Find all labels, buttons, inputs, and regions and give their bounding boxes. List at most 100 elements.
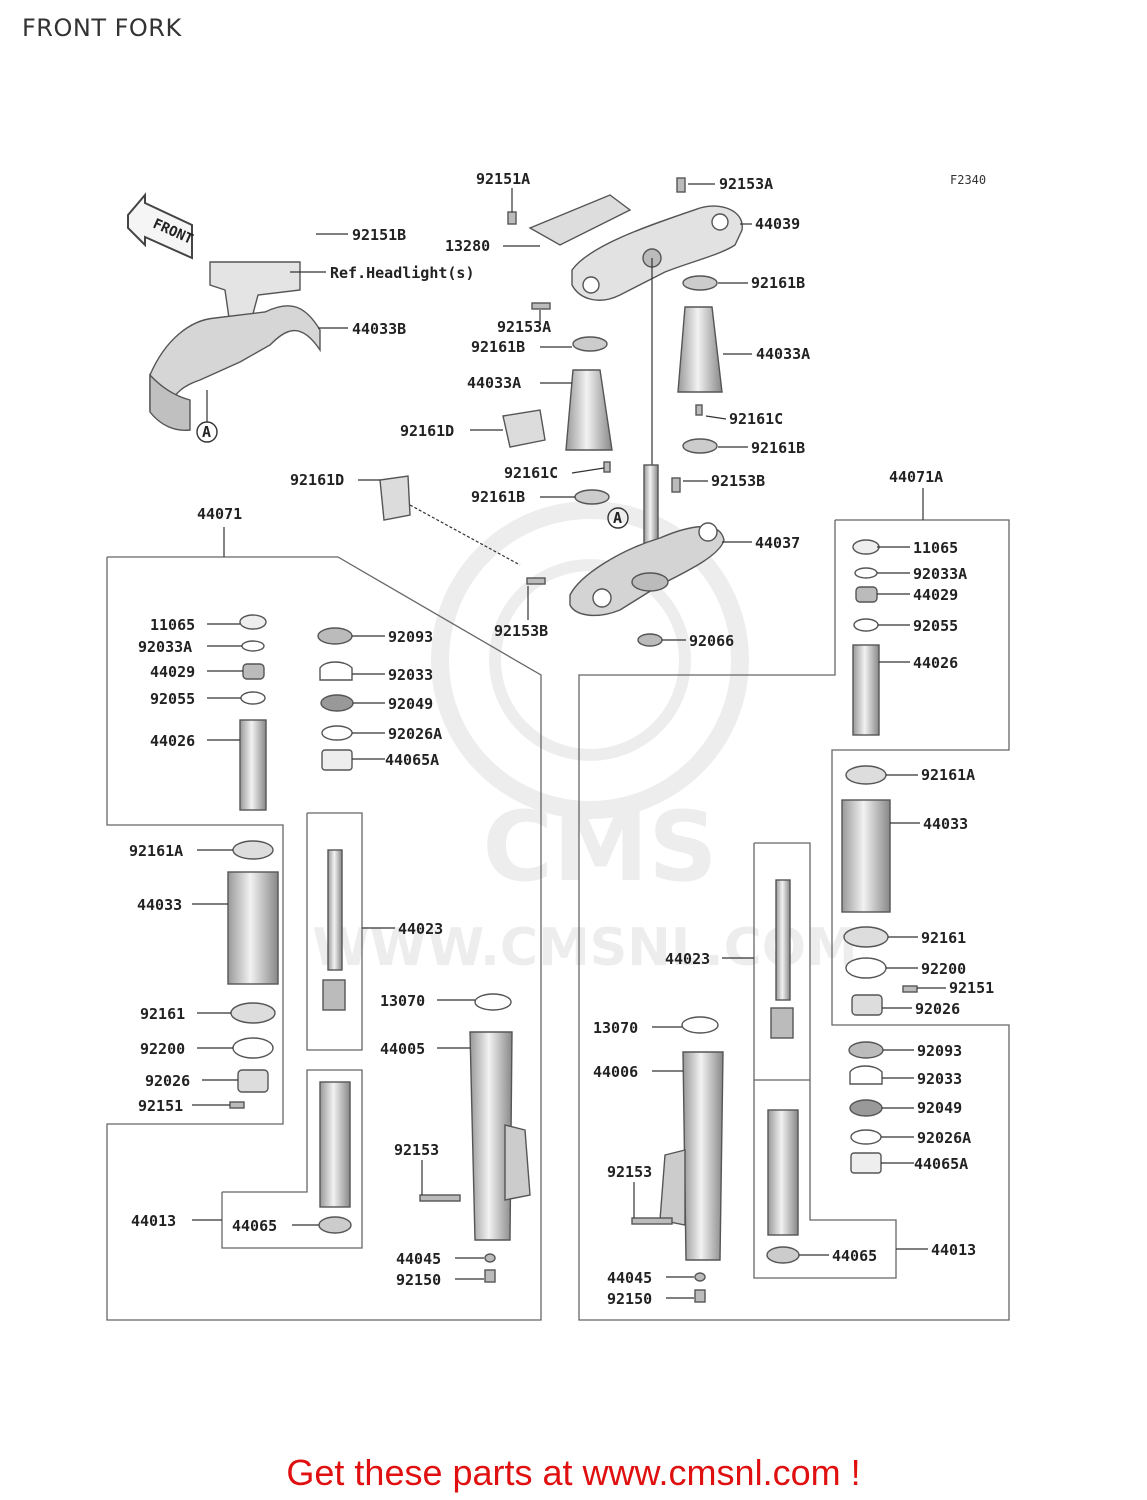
C-92150-bolt [484,1269,496,1283]
R-44013-tube [767,1109,799,1236]
label-ref-headlight: Ref.Headlight(s) [330,264,475,282]
C-44023-box [306,812,363,1051]
label-M-44006: 44006 [593,1063,638,1081]
label-R-92049: 92049 [917,1099,962,1117]
label-C-13070: 13070 [380,992,425,1010]
label-92151B: 92151B [352,226,406,244]
label-44071A: 44071A [889,468,943,486]
label-R-92026: 92026 [915,1000,960,1018]
label-M-92153: 92153 [607,1163,652,1181]
ring-92161B-r2 [682,438,718,454]
label-92151A: 92151A [476,170,530,188]
ring-92161B-l2 [574,489,610,505]
label-R-92161A: 92161A [921,766,975,784]
C-44065A-bush [321,749,353,771]
label-92153B-r: 92153B [711,472,765,490]
label-R-11065: 11065 [913,539,958,557]
label-L-44029: 44029 [150,663,195,681]
label-92161C-left: 92161C [504,464,558,482]
label-M-13070: 13070 [593,1019,638,1037]
label-R-44065A: 44065A [914,1155,968,1173]
C-44023-spring [322,979,346,1011]
L-44029-collar [242,663,265,680]
label-L-44033: 44033 [137,896,182,914]
front-arrow-sign: FRONT [127,192,195,260]
label-M-44023: 44023 [665,950,710,968]
watermark: CMS WWW.CMSNL.COM [312,501,858,978]
C-44005-outer-tube [469,1031,513,1241]
watermark-logo: CMS [482,791,717,903]
R-92161A-washer [845,765,887,785]
label-92161B-l2: 92161B [471,488,525,506]
L-44013-tube [319,1081,351,1208]
L-44013-box [221,1069,363,1249]
label-R-92151: 92151 [949,979,994,997]
label-R-44033: 44033 [923,815,968,833]
page-title: FRONT FORK [22,14,182,42]
L-44033-tube [227,871,279,985]
C-44045-washer [484,1253,496,1263]
C-92049-seal [320,694,354,712]
label-L-92033A: 92033A [138,638,192,656]
cap-92161C-right [695,404,703,416]
label-92161B-l1: 92161B [471,338,525,356]
ref-a-label-left: A [202,423,211,441]
bolt-92153B-l [526,577,546,585]
label-C-44065A: 44065A [385,751,439,769]
label-C-44045: 44045 [396,1250,441,1268]
C-44023-rod [327,849,343,971]
R-92093-seal [848,1041,884,1059]
left-group-outline [106,556,542,1321]
label-92161B-r1: 92161B [751,274,805,292]
label-92161D-a: 92161D [400,422,454,440]
M-44045-washer [694,1272,706,1282]
R-44026-spring [852,644,880,736]
M-92150-bolt [694,1289,706,1303]
part-labels: 92151A 92153A 44039 13280 92161B 92153A … [129,170,994,1308]
watermark-url: WWW.CMSNL.COM [312,918,857,978]
R-92200-ring [845,957,887,979]
label-C-92033: 92033 [388,666,433,684]
M-44006-outer-tube [682,1051,724,1261]
L-92161A-washer [232,840,274,860]
R-44033-tube [841,799,891,913]
cover-44033A-left [565,369,613,451]
ring-92161B-l1 [572,336,608,352]
bolt-92151A [507,211,517,225]
label-C-44023: 44023 [398,920,443,938]
label-C-92153: 92153 [394,1141,439,1159]
C-44005-caliper-mount [504,1124,531,1201]
label-R-44026: 44026 [913,654,958,672]
right-group-outline [578,519,1010,1321]
label-92153B-l: 92153B [494,622,548,640]
label-L-92161: 92161 [140,1005,185,1023]
R-44065-bush [766,1246,800,1264]
R-92033A-ring [854,567,878,579]
label-L-44065: 44065 [232,1217,277,1235]
R-92049-seal [849,1099,883,1117]
R-92161-washer [843,926,889,948]
ref-a-label-right: A [613,509,622,527]
label-44033A-left: 44033A [467,374,521,392]
C-92093-seal [317,627,353,645]
ring-92161B-r1 [682,275,718,291]
label-C-92026A: 92026A [388,725,442,743]
bolt-92153A-left [531,302,551,310]
parts-diagram: CMS WWW.CMSNL.COM F2340 FRONT A [106,170,1010,1321]
L-92200-ring [232,1037,274,1059]
label-92066: 92066 [689,632,734,650]
R-92055-oring [853,618,879,632]
L-92033A-ring [241,640,265,652]
C-13070-ring [474,993,512,1011]
L-44026-spring [239,719,267,811]
cover-44033A-right [677,306,723,393]
C-92153-bolt [419,1194,461,1202]
label-M-44045: 44045 [607,1269,652,1287]
headlight-cover [149,261,321,432]
label-L-11065: 11065 [150,616,195,634]
label-92153A-left: 92153A [497,318,551,336]
label-92161B-r2: 92161B [751,439,805,457]
label-L-92055: 92055 [150,690,195,708]
label-R-92200: 92200 [921,960,966,978]
label-C-44005: 44005 [380,1040,425,1058]
